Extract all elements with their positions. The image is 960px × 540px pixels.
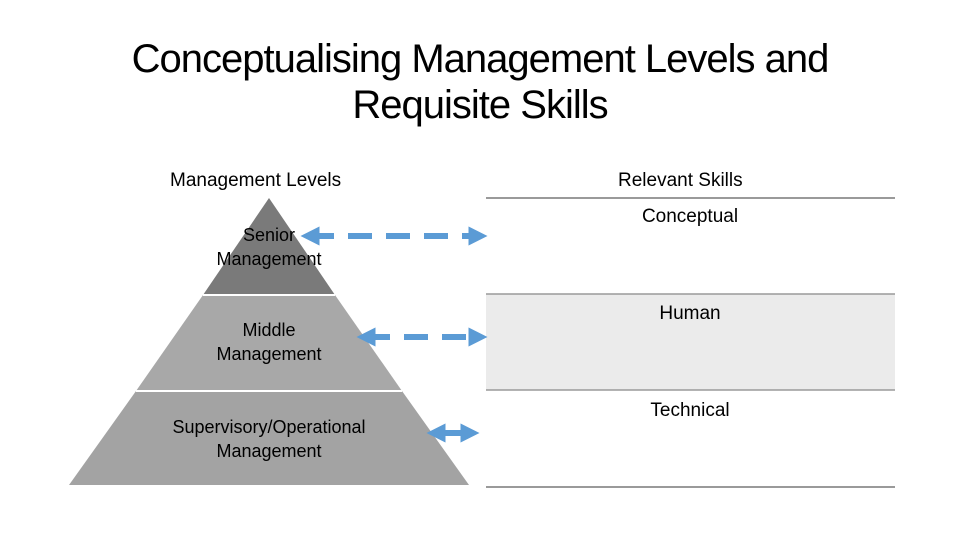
title-line-1: Conceptualising Management Levels and bbox=[131, 37, 830, 81]
management-levels-header: Management Levels bbox=[170, 170, 342, 191]
level-supervisory-line2: Management bbox=[216, 441, 321, 461]
relevant-skills-header: Relevant Skills bbox=[618, 170, 743, 191]
arrows bbox=[300, 226, 488, 443]
skill-technical: Technical bbox=[650, 400, 729, 421]
pyramid-tier-supervisory bbox=[69, 391, 469, 485]
level-supervisory-line1: Supervisory/Operational bbox=[172, 417, 365, 437]
pyramid-tier-senior bbox=[203, 198, 335, 295]
pyramid-tier-middle bbox=[136, 295, 402, 391]
level-senior-line1: Senior bbox=[243, 225, 295, 245]
level-senior-line2: Management bbox=[216, 249, 321, 269]
skill-conceptual: Conceptual bbox=[642, 206, 738, 227]
skill-human: Human bbox=[659, 303, 720, 324]
slide-title: Conceptualising Management Levels and Re… bbox=[0, 36, 960, 128]
human-row-background bbox=[486, 294, 895, 390]
management-pyramid: Senior Management Middle Management Supe… bbox=[69, 198, 469, 485]
title-line-2: Requisite Skills bbox=[352, 83, 608, 127]
level-middle-line2: Management bbox=[216, 344, 321, 364]
skills-table: Conceptual Human Technical bbox=[486, 197, 895, 488]
level-middle-line1: Middle bbox=[242, 320, 295, 340]
